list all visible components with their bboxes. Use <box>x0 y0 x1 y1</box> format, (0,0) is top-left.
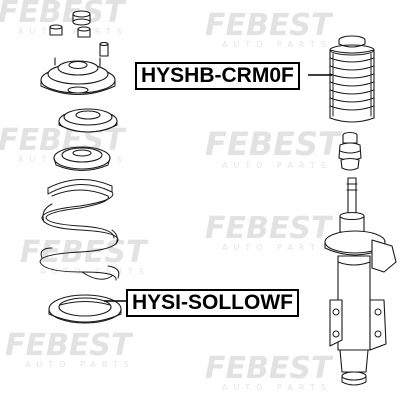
svg-text:AUTO PARTS: AUTO PARTS <box>222 161 332 170</box>
svg-text:AUTO PARTS: AUTO PARTS <box>222 383 332 392</box>
svg-text:AUTO PARTS: AUTO PARTS <box>25 360 135 369</box>
watermark-5: FEBEST AUTO PARTS <box>20 235 150 276</box>
part-number-label-spring-insulator: HYSI-SOLLOWF <box>126 289 299 317</box>
svg-text:AUTO PARTS: AUTO PARTS <box>222 40 332 49</box>
shock-absorber <box>324 177 397 386</box>
coil-spring <box>39 178 120 281</box>
svg-text:FEBEST: FEBEST <box>20 235 149 270</box>
svg-text:FEBEST: FEBEST <box>205 8 334 43</box>
upper-spring-seat <box>53 146 111 171</box>
watermark-7: FEBEST AUTO PARTS <box>5 328 135 369</box>
svg-text:FEBEST: FEBEST <box>205 125 342 163</box>
top-nut <box>72 10 91 26</box>
watermark-6: FEBEST AUTO PARTS <box>205 211 334 252</box>
svg-text:FEBEST: FEBEST <box>205 211 334 246</box>
mount-nut-right <box>77 26 91 38</box>
svg-text:AUTO PARTS: AUTO PARTS <box>40 267 150 276</box>
mount-stud <box>99 41 109 57</box>
watermark-layer: FEBEST AUTO PARTS FEBEST AUTO PARTS FEBE… <box>0 0 342 392</box>
strut-bearing <box>58 108 118 133</box>
spring-insulator <box>48 294 122 324</box>
watermark-4: FEBEST AUTO PARTS <box>205 125 342 170</box>
bump-stop <box>338 131 362 171</box>
strut-top-mount <box>40 57 116 95</box>
watermark-8: FEBEST AUTO PARTS <box>205 351 334 392</box>
svg-text:AUTO PARTS: AUTO PARTS <box>222 243 332 252</box>
svg-text:FEBEST: FEBEST <box>205 351 334 386</box>
dust-boot <box>329 35 375 123</box>
svg-text:AUTO PARTS: AUTO PARTS <box>18 27 128 36</box>
svg-text:FEBEST: FEBEST <box>5 328 134 363</box>
watermark-1: FEBEST AUTO PARTS <box>0 0 128 36</box>
svg-text:FEBEST: FEBEST <box>0 0 127 30</box>
mount-nut-left <box>49 24 63 36</box>
watermark-2: FEBEST AUTO PARTS <box>205 8 334 49</box>
part-number-label-dust-boot: HYSHB-CRM0F <box>135 62 300 90</box>
